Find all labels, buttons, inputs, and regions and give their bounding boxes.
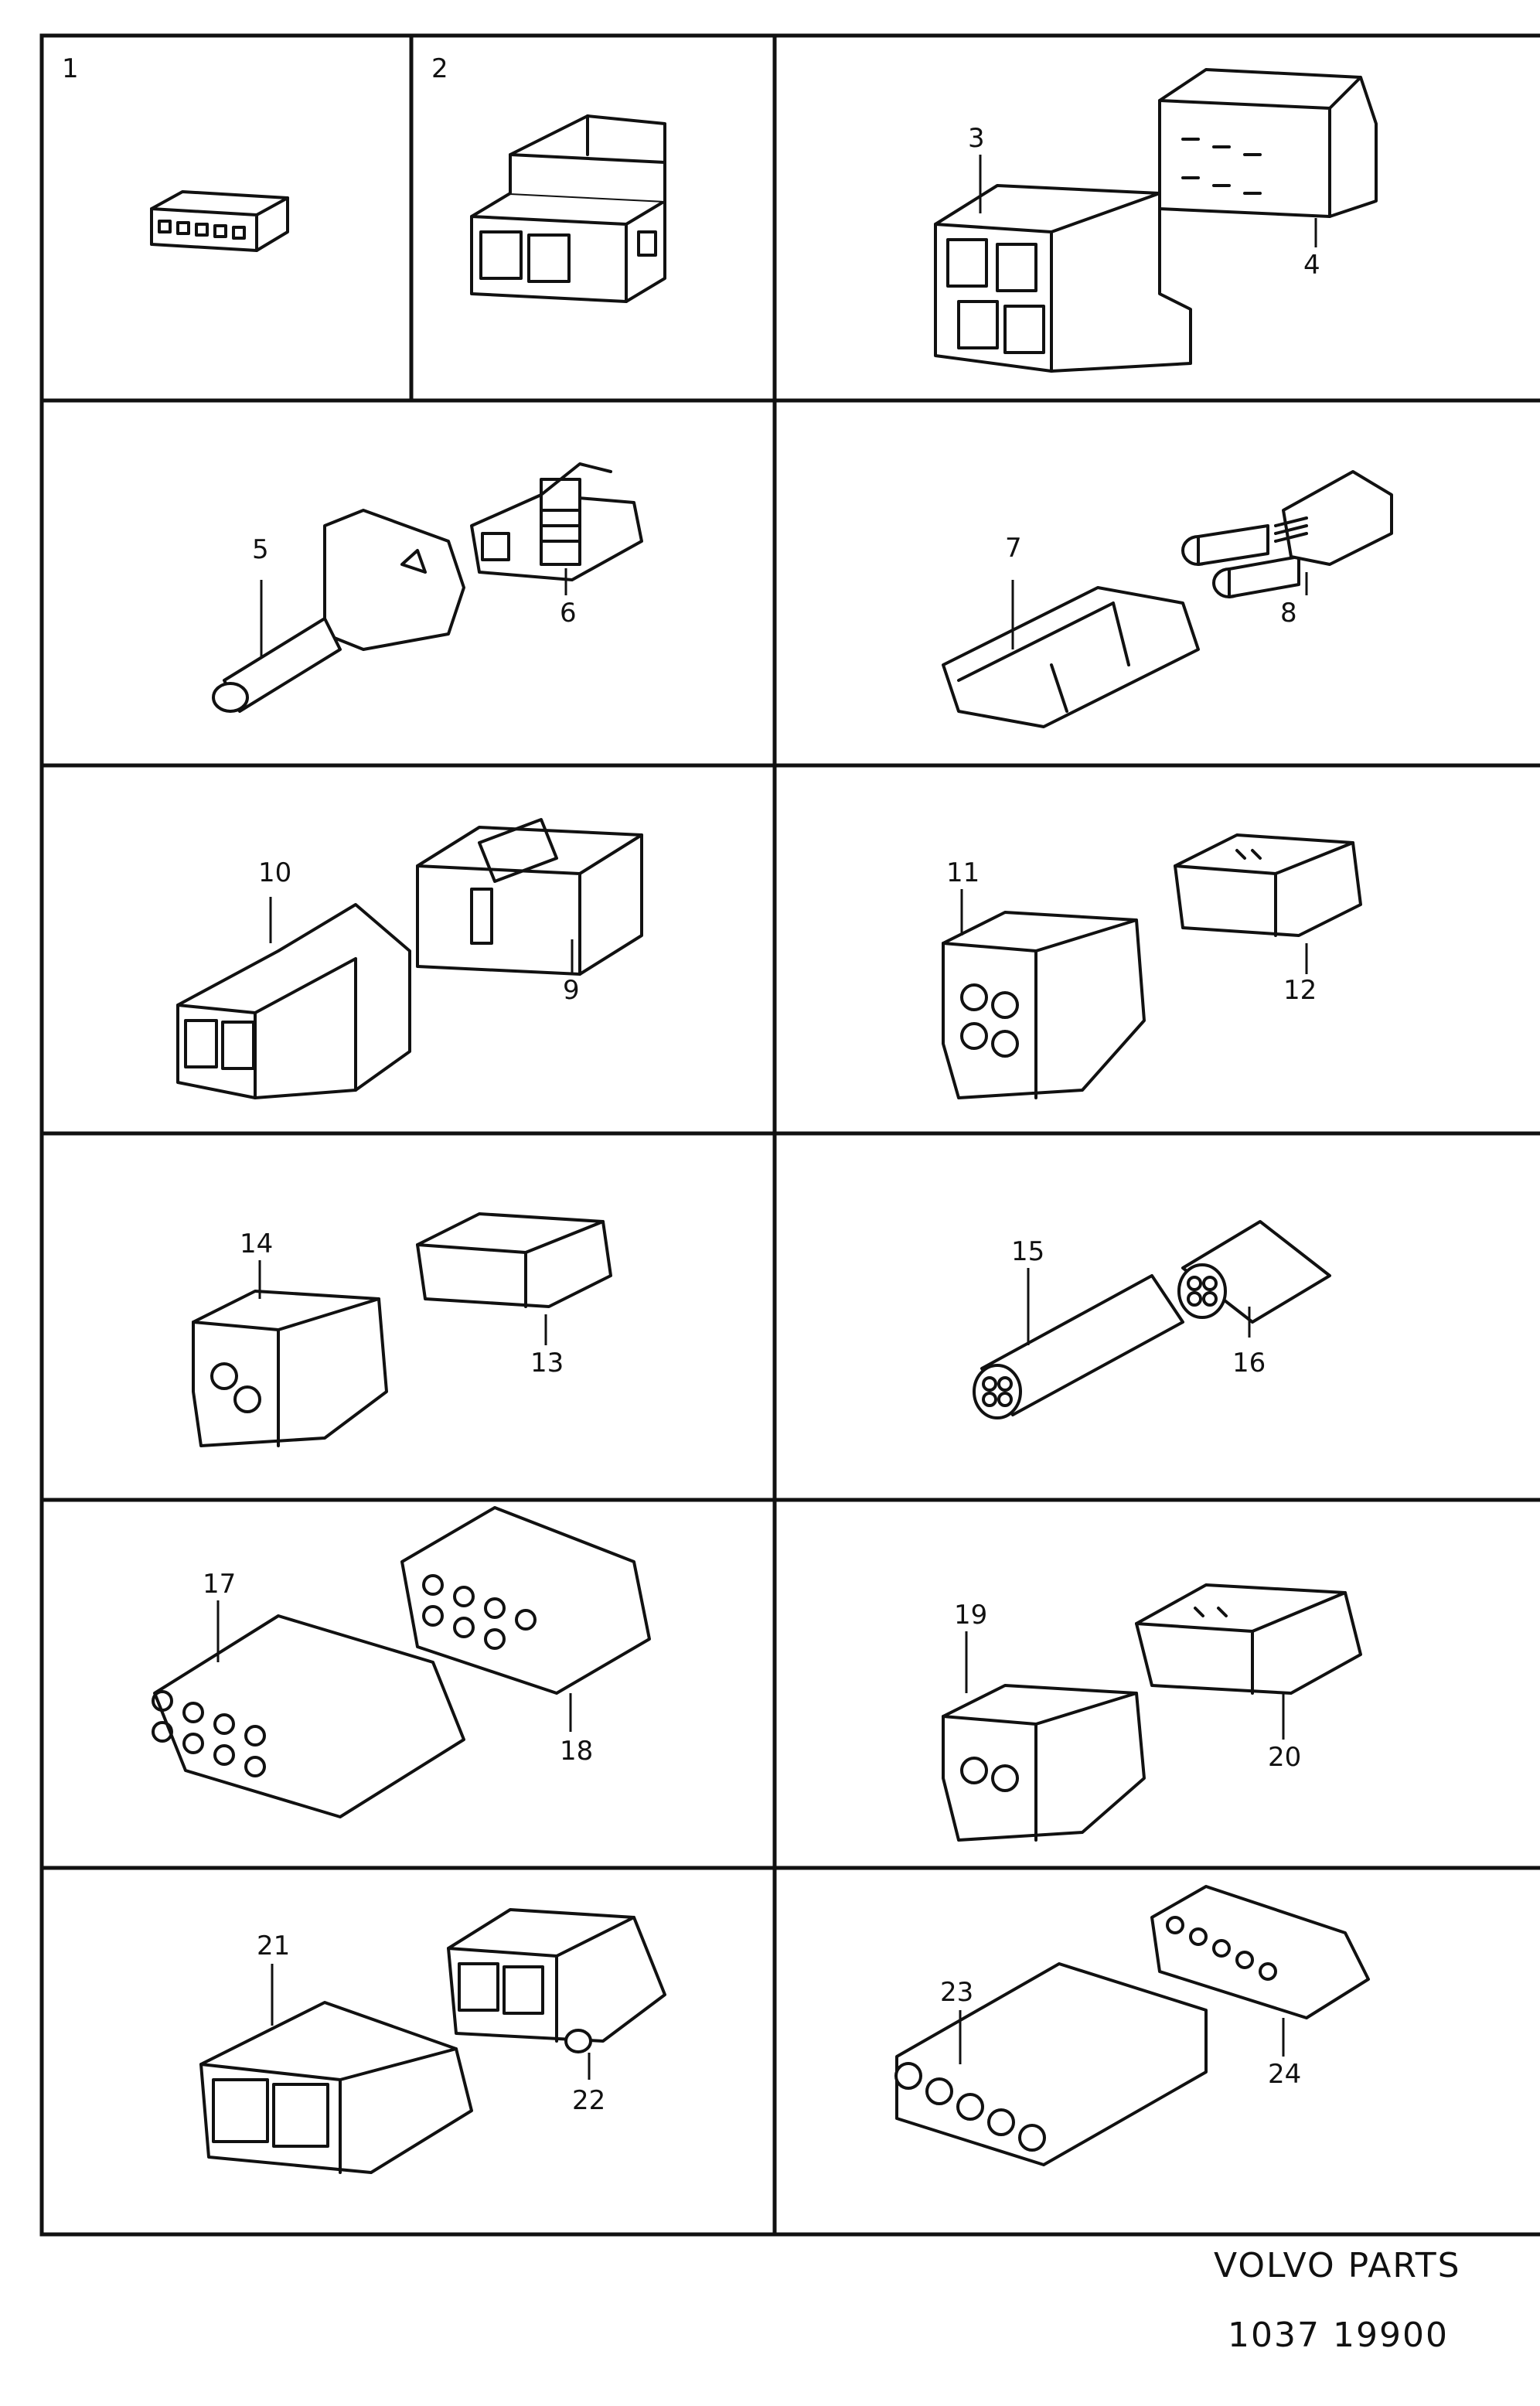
part-6-drawing bbox=[470, 462, 643, 595]
label-part-19: 19 bbox=[954, 1600, 987, 1631]
label-part-15: 15 bbox=[1011, 1236, 1044, 1267]
label-part-4: 4 bbox=[1303, 250, 1320, 281]
label-part-3: 3 bbox=[968, 123, 985, 154]
part-9-drawing bbox=[416, 818, 643, 976]
part-24-drawing bbox=[1150, 1885, 1370, 2057]
part-21-drawing bbox=[199, 1964, 473, 2174]
part-17-drawing bbox=[152, 1600, 465, 1818]
label-part-14: 14 bbox=[240, 1229, 273, 1259]
part-11-drawing bbox=[942, 889, 1146, 1099]
part-12-drawing bbox=[1174, 833, 1362, 974]
part-10-drawing bbox=[176, 897, 411, 1099]
label-part-6: 6 bbox=[560, 598, 577, 629]
label-part-5: 5 bbox=[252, 534, 269, 565]
part-18-drawing bbox=[400, 1506, 651, 1732]
part-20-drawing bbox=[1135, 1583, 1362, 1740]
part-4-drawing bbox=[1158, 68, 1378, 247]
part-13-drawing bbox=[416, 1212, 612, 1345]
part-3-drawing bbox=[934, 155, 1192, 373]
footer-brand: VOLVO PARTS bbox=[1214, 2246, 1461, 2285]
label-part-23: 23 bbox=[940, 1977, 973, 2008]
footer-code: 1037 19900 bbox=[1228, 2316, 1449, 2355]
label-part-24: 24 bbox=[1268, 2059, 1301, 2090]
label-part-9: 9 bbox=[563, 975, 580, 1006]
label-part-11: 11 bbox=[946, 857, 980, 888]
label-part-12: 12 bbox=[1283, 975, 1317, 1006]
part-2-drawing bbox=[470, 114, 666, 303]
part-16-drawing bbox=[1177, 1220, 1331, 1338]
part-1-drawing bbox=[150, 190, 289, 252]
part-5-drawing bbox=[212, 509, 465, 713]
part-19-drawing bbox=[942, 1631, 1146, 1842]
grid-frame bbox=[39, 33, 1540, 2237]
label-part-22: 22 bbox=[572, 2085, 605, 2116]
label-part-18: 18 bbox=[560, 1736, 593, 1767]
label-part-1: 1 bbox=[62, 53, 79, 84]
label-part-17: 17 bbox=[203, 1569, 236, 1600]
label-part-13: 13 bbox=[530, 1348, 564, 1379]
label-part-21: 21 bbox=[257, 1931, 290, 1961]
label-part-7: 7 bbox=[1005, 533, 1022, 564]
part-8-drawing bbox=[1181, 470, 1393, 598]
part-labels: 1 2 3 4 5 6 7 8 9 10 11 12 13 14 15 16 1… bbox=[62, 53, 1320, 2116]
label-part-16: 16 bbox=[1232, 1348, 1266, 1379]
part-23-drawing bbox=[894, 1962, 1208, 2166]
part-7-drawing bbox=[942, 580, 1200, 728]
part-22-drawing bbox=[447, 1908, 666, 2080]
label-part-10: 10 bbox=[258, 857, 291, 888]
label-part-2: 2 bbox=[431, 53, 448, 84]
label-part-20: 20 bbox=[1268, 1742, 1301, 1773]
part-15-drawing bbox=[973, 1268, 1184, 1419]
part-14-drawing bbox=[192, 1260, 388, 1447]
label-part-8: 8 bbox=[1280, 598, 1297, 629]
